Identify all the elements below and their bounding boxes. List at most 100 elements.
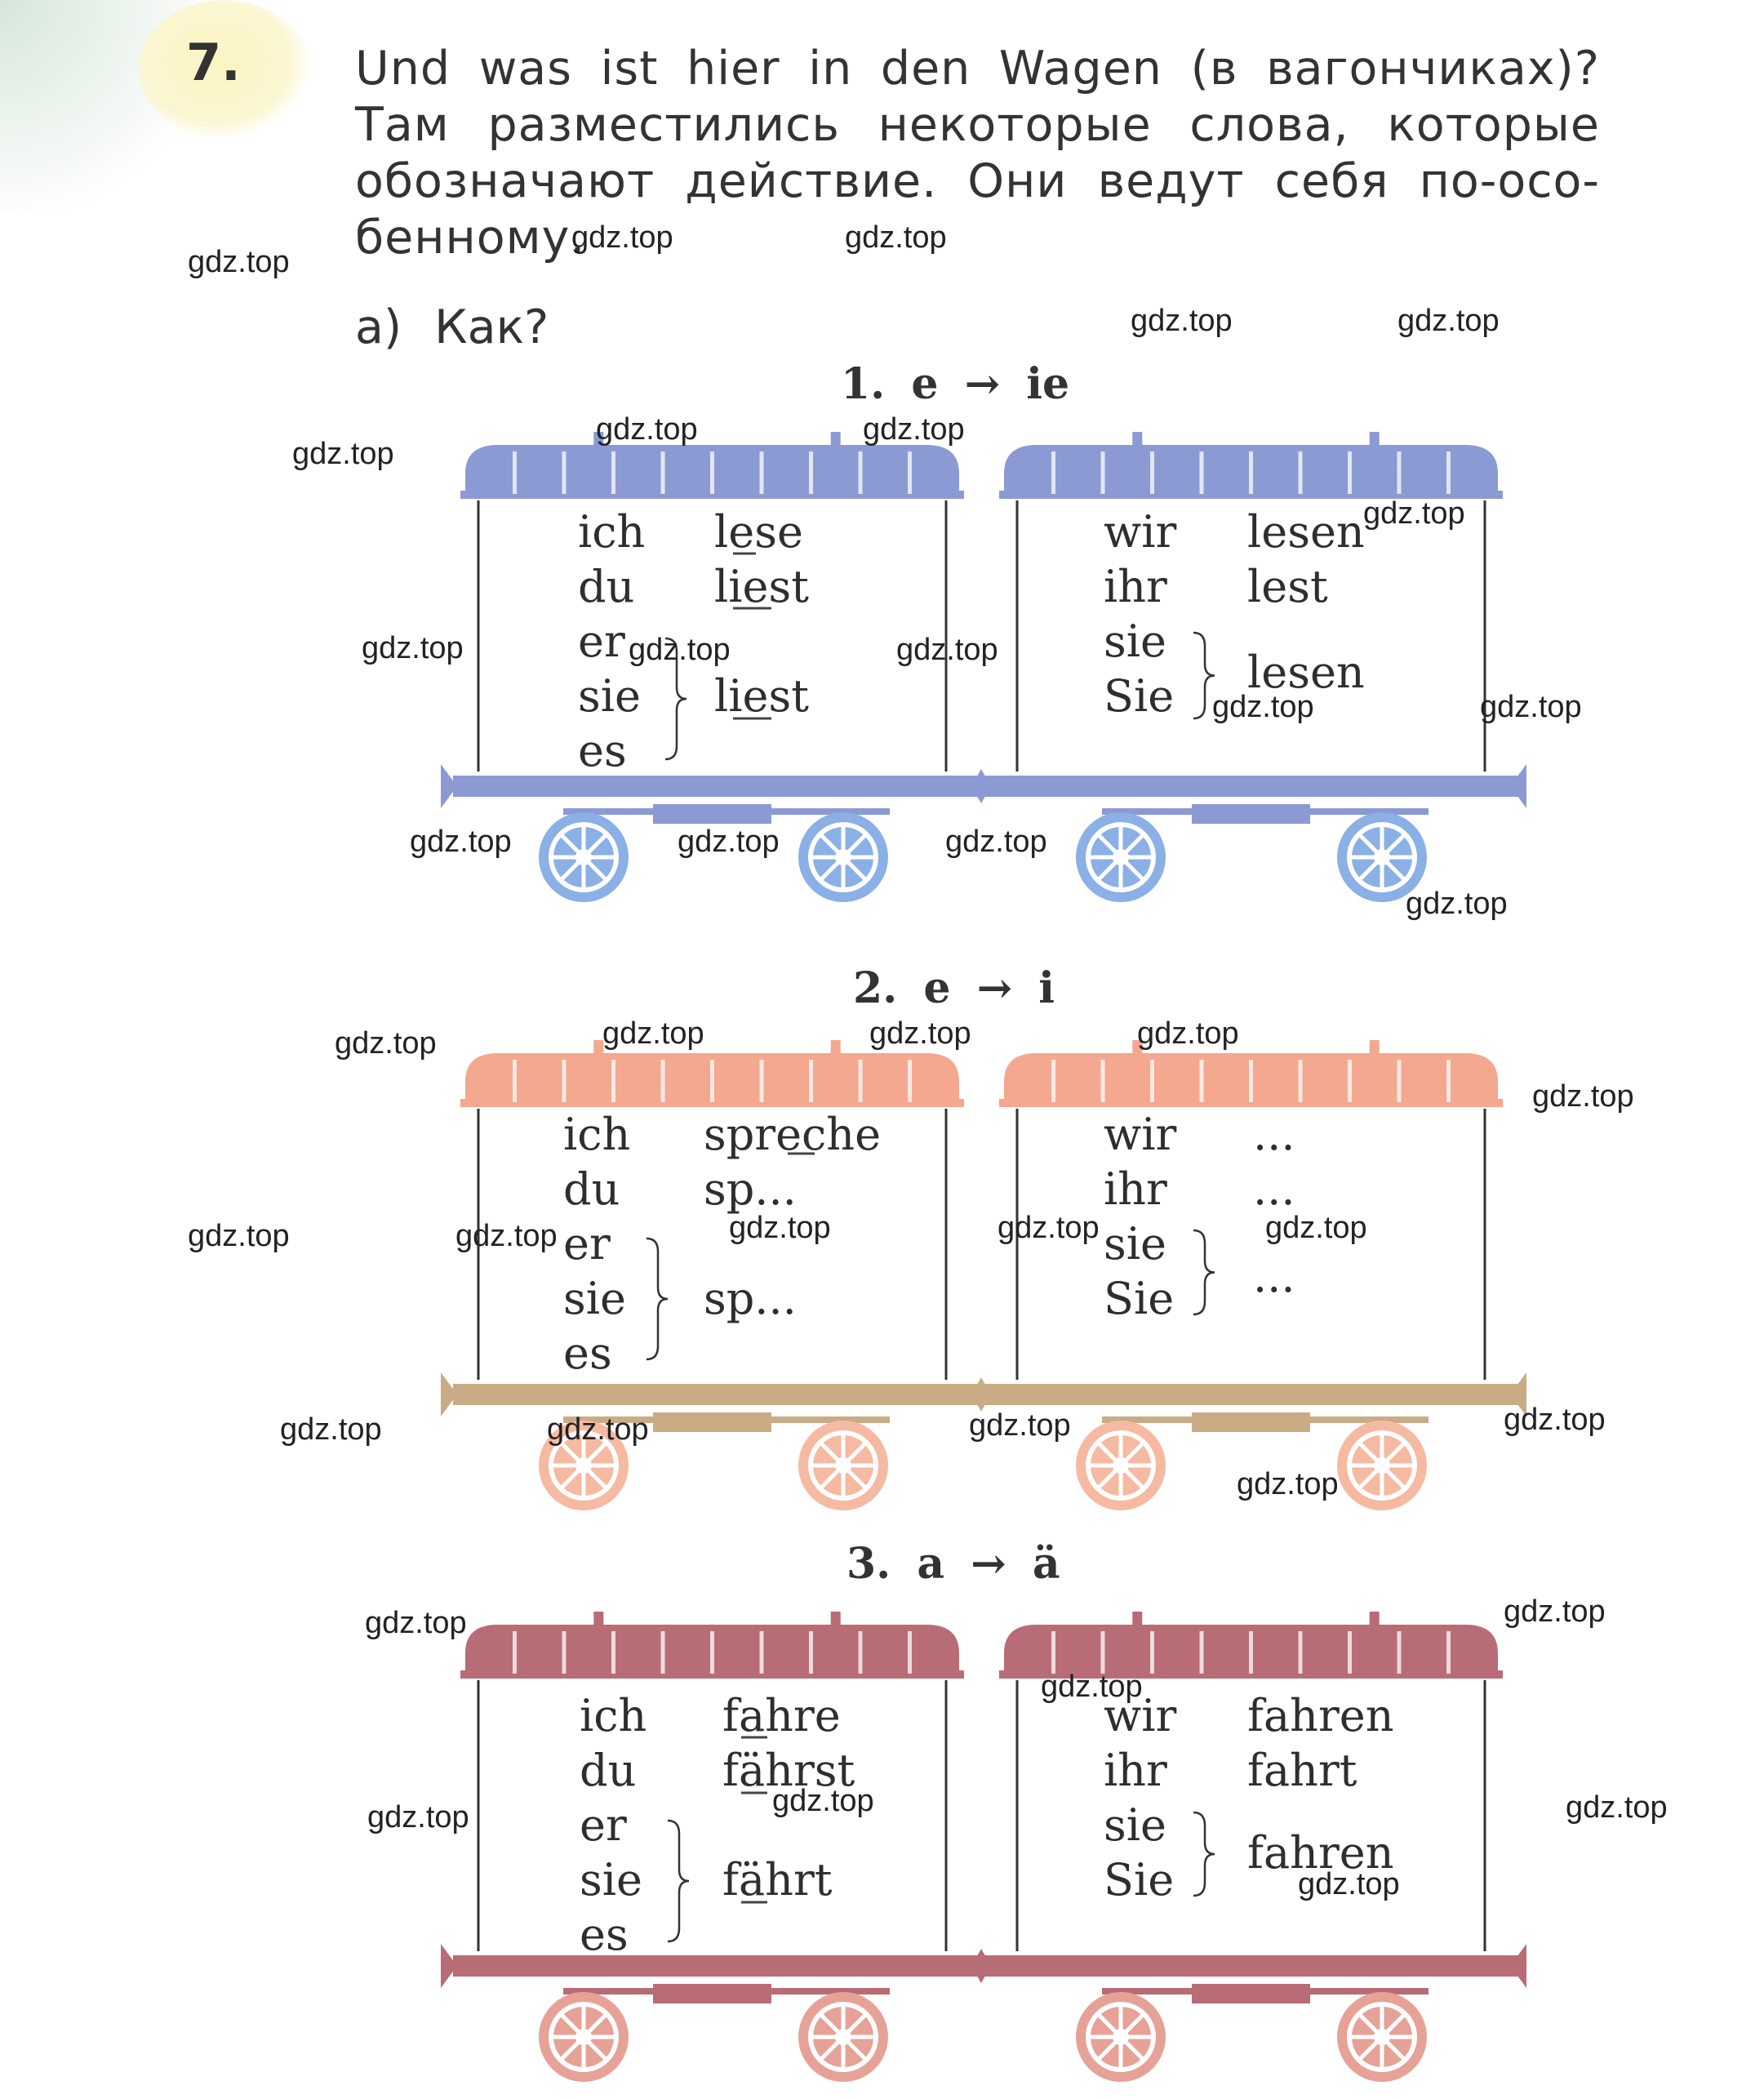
pronoun: es bbox=[563, 1327, 612, 1379]
wheel-rim bbox=[549, 2002, 619, 2072]
pronoun: du bbox=[580, 1745, 637, 1796]
watermark: gdz.top bbox=[1532, 1079, 1634, 1114]
roof-vent bbox=[593, 1040, 604, 1055]
wheel-hub bbox=[575, 2029, 592, 2045]
wheel-hub bbox=[835, 849, 851, 865]
wheel-hub bbox=[835, 1457, 851, 1474]
exercise-intro: Und was ist hier in den Wagen (в вагончи… bbox=[355, 41, 1600, 266]
pronoun: wir bbox=[1104, 506, 1177, 558]
verb: fährst bbox=[722, 1745, 855, 1796]
watermark: gdz.top bbox=[280, 1412, 382, 1447]
pronoun: ich bbox=[578, 506, 646, 558]
s2-left-pronouns: ich du er sie es bbox=[563, 1107, 630, 1381]
pronoun: er bbox=[563, 1218, 611, 1270]
verb: fahre bbox=[722, 1690, 841, 1741]
roof-vent bbox=[1132, 432, 1143, 447]
axle-rod bbox=[1102, 1988, 1429, 1994]
pronoun: du bbox=[578, 561, 635, 612]
pronoun: es bbox=[578, 725, 627, 776]
roof-vent bbox=[1132, 1612, 1143, 1626]
wheel-rim bbox=[549, 1430, 619, 1501]
sub-question-text: Как? bbox=[434, 300, 549, 354]
wheel-hub bbox=[835, 2029, 851, 2045]
pronoun: ihr bbox=[1104, 561, 1167, 612]
watermark: gdz.top bbox=[1480, 690, 1582, 724]
intro-line: обозначают действие. Они ведут себя по-о… bbox=[355, 154, 1600, 208]
watermark: gdz.top bbox=[1406, 887, 1508, 921]
base-end bbox=[1510, 764, 1526, 808]
wheel-rim bbox=[808, 822, 878, 892]
wheel-rim bbox=[1086, 822, 1156, 892]
roof-vent bbox=[593, 432, 604, 447]
watermark: gdz.top bbox=[1566, 1790, 1668, 1825]
watermark: gdz.top bbox=[188, 245, 290, 279]
wheel-hub bbox=[1113, 1457, 1129, 1474]
verb: lesen bbox=[1247, 506, 1365, 558]
verb: fahrt bbox=[1247, 1745, 1357, 1796]
verb: sp... bbox=[704, 1163, 797, 1215]
wheel-hub bbox=[1374, 2029, 1390, 2045]
brace bbox=[1193, 1229, 1215, 1316]
watermark: gdz.top bbox=[362, 631, 464, 665]
section-title-1: 1. e → ie bbox=[841, 359, 1070, 409]
watermark: gdz.top bbox=[335, 1026, 437, 1061]
verb: fahren bbox=[1247, 1827, 1394, 1879]
section-title-2: 2. e → i bbox=[853, 963, 1055, 1013]
wheel-rim bbox=[1347, 822, 1417, 892]
pronoun: ihr bbox=[1104, 1745, 1167, 1796]
wheel-rim bbox=[549, 822, 619, 892]
pronoun: Sie bbox=[1104, 670, 1175, 722]
coupler bbox=[971, 1949, 991, 1983]
base-end bbox=[1510, 1944, 1526, 1988]
watermark: gdz.top bbox=[1363, 496, 1465, 531]
watermark: gdz.top bbox=[1298, 1867, 1400, 1901]
watermark: gdz.top bbox=[410, 825, 512, 859]
wagon-roof-edge bbox=[460, 1670, 964, 1679]
watermark: gdz.top bbox=[1041, 1670, 1143, 1704]
coupler bbox=[971, 769, 991, 803]
base-end bbox=[441, 764, 457, 808]
verb: spreche bbox=[704, 1109, 882, 1160]
s3-left-pronouns: ich du er sie es bbox=[580, 1688, 647, 1962]
brace bbox=[646, 1237, 669, 1361]
section-title-3: 3. a → ä bbox=[846, 1539, 1060, 1589]
s2-right-pronouns: wir ihr sie Sie bbox=[1104, 1107, 1176, 1326]
pronoun: es bbox=[580, 1909, 629, 1960]
wheel-hub bbox=[1113, 2029, 1129, 2045]
pronoun: ihr bbox=[1104, 1163, 1167, 1215]
watermark: gdz.top bbox=[998, 1211, 1100, 1245]
wagon-roof-edge bbox=[999, 491, 1503, 499]
watermark: gdz.top bbox=[845, 220, 947, 255]
watermark: gdz.top bbox=[1397, 304, 1500, 338]
wagon-roof-edge bbox=[460, 1099, 964, 1107]
roof-vent bbox=[593, 1612, 604, 1626]
roof-vent bbox=[830, 1040, 841, 1055]
base-end bbox=[441, 1372, 457, 1416]
watermark: gdz.top bbox=[678, 825, 780, 859]
pronoun: sie bbox=[1104, 1218, 1166, 1270]
roof-vent bbox=[1369, 432, 1380, 447]
watermark: gdz.top bbox=[365, 1606, 467, 1640]
watermark: gdz.top bbox=[729, 1211, 831, 1245]
exercise-number: 7. bbox=[186, 33, 241, 92]
wheel-rim bbox=[808, 1430, 878, 1501]
watermark: gdz.top bbox=[1212, 690, 1314, 724]
roof-vent bbox=[830, 432, 841, 447]
number-splash-decoration bbox=[139, 0, 310, 139]
pronoun: sie bbox=[563, 1273, 626, 1324]
watermark: gdz.top bbox=[188, 1219, 290, 1253]
wheel-hub bbox=[1374, 1457, 1390, 1474]
brace bbox=[667, 1819, 690, 1943]
watermark: gdz.top bbox=[292, 437, 394, 471]
verb: liest bbox=[714, 670, 809, 722]
watermark: gdz.top bbox=[969, 1408, 1071, 1443]
intro-line: Там разместились некоторые слова, которы… bbox=[355, 98, 1600, 152]
watermark: gdz.top bbox=[596, 412, 698, 447]
watermark: gdz.top bbox=[455, 1219, 558, 1253]
axle-rod bbox=[1102, 808, 1429, 815]
intro-line: Und was ist hier in den Wagen (в вагончи… bbox=[355, 42, 1600, 96]
roof-vent bbox=[1369, 1040, 1380, 1055]
watermark: gdz.top bbox=[1504, 1403, 1606, 1437]
s1-left-pronouns: ich du er sie es bbox=[578, 505, 645, 778]
